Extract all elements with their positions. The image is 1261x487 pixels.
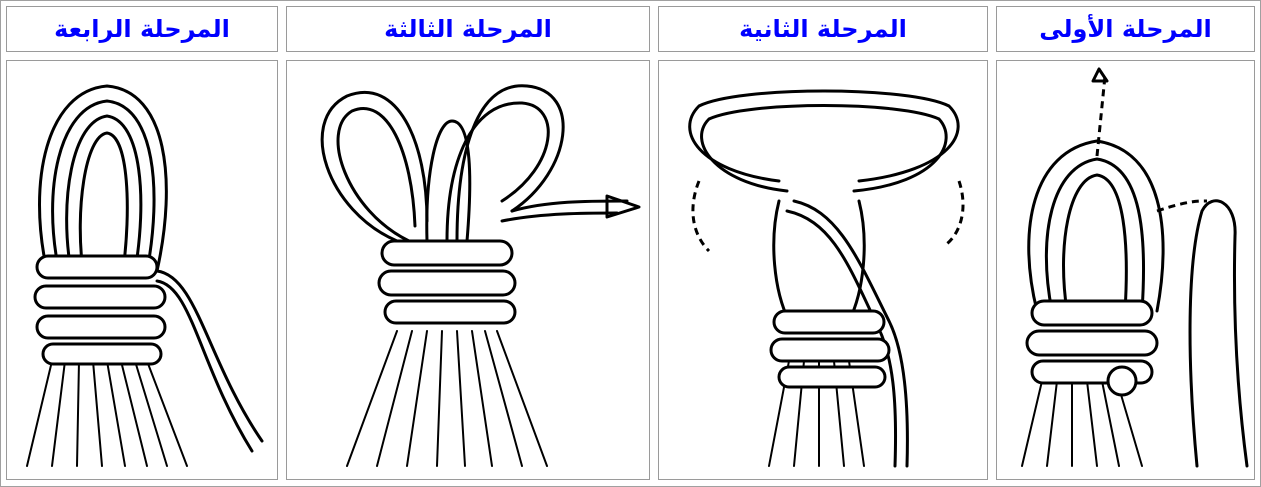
stage-header-1: المرحلة الأولى: [996, 6, 1255, 52]
stage-title-2: المرحلة الثانية: [739, 15, 907, 43]
stage-title-3: المرحلة الثالثة: [384, 15, 552, 43]
stage-image-4: [6, 60, 278, 480]
stage-image-1: [996, 60, 1255, 480]
stage-title-4: المرحلة الرابعة: [54, 15, 230, 43]
loop-pull-through-diagram: [287, 61, 649, 479]
final-coil-knot-diagram: [7, 61, 277, 479]
initial-coil-wrap-diagram: [997, 61, 1254, 479]
loop-fold-over-diagram: [659, 61, 987, 479]
stage-title-1: المرحلة الأولى: [1039, 15, 1212, 43]
stage-header-4: المرحلة الرابعة: [6, 6, 278, 52]
stage-header-2: المرحلة الثانية: [658, 6, 988, 52]
stage-image-2: [658, 60, 988, 480]
stage-header-3: المرحلة الثالثة: [286, 6, 650, 52]
stage-image-3: [286, 60, 650, 480]
